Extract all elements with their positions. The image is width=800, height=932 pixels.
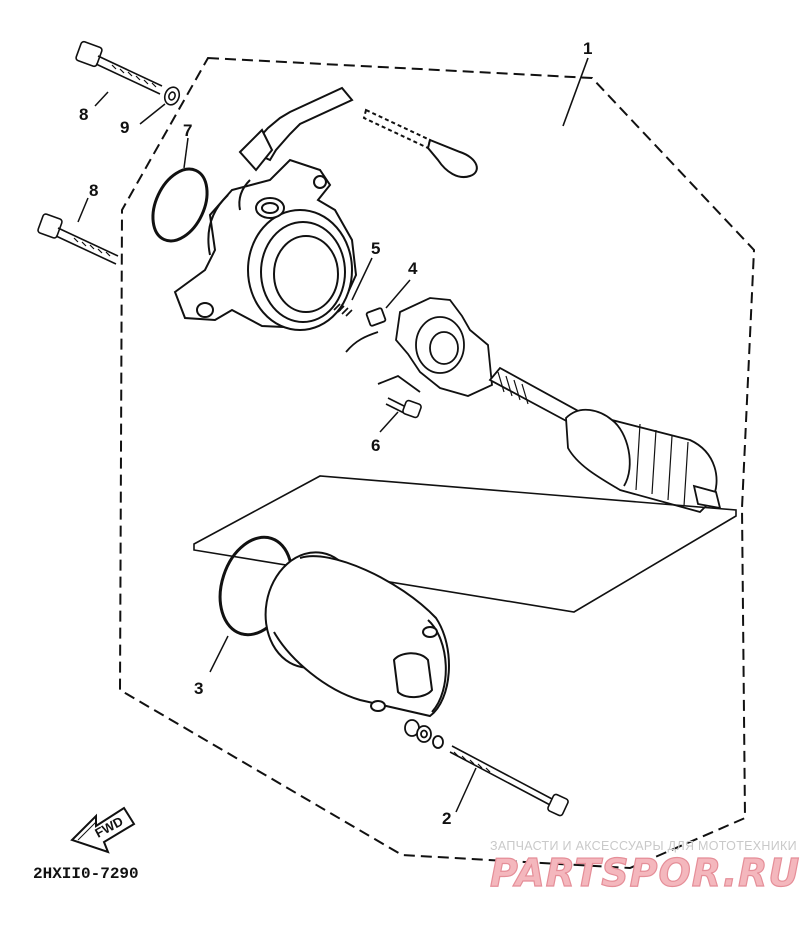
callout-7: 7 bbox=[183, 121, 192, 140]
leader-6 bbox=[379, 411, 399, 433]
armature bbox=[488, 366, 722, 514]
callout-3: 3 bbox=[194, 679, 203, 698]
callout-8-lower: 8 bbox=[89, 181, 98, 200]
callout-6: 6 bbox=[371, 436, 380, 455]
assembly-plane bbox=[193, 475, 737, 613]
leader-1 bbox=[562, 57, 589, 127]
callout-5: 5 bbox=[371, 239, 380, 258]
callout-2: 2 bbox=[442, 809, 451, 828]
leader-5 bbox=[351, 257, 373, 301]
fwd-arrow-icon: FWD bbox=[70, 806, 136, 854]
leader-8a bbox=[94, 91, 109, 107]
motor-yoke bbox=[264, 551, 450, 718]
bolt-upper bbox=[75, 40, 163, 95]
leader-4 bbox=[385, 279, 411, 309]
watermark-logo: PARTSPOR.RU bbox=[490, 851, 800, 895]
leader-7 bbox=[183, 137, 189, 169]
o-ring-7 bbox=[151, 167, 209, 243]
through-bolt-washers bbox=[404, 719, 444, 749]
brush-holder-plate bbox=[345, 297, 493, 397]
screw-6 bbox=[385, 397, 422, 419]
washer-9 bbox=[163, 86, 181, 106]
bolt-lower bbox=[37, 213, 119, 265]
front-cover bbox=[173, 158, 358, 331]
assembly-boundary bbox=[118, 56, 756, 870]
through-bolt-2 bbox=[449, 745, 569, 817]
lead-wire bbox=[238, 86, 478, 178]
callout-4: 4 bbox=[408, 259, 418, 278]
callout-9: 9 bbox=[120, 118, 129, 137]
leader-8b bbox=[77, 197, 89, 223]
callout-1: 1 bbox=[583, 39, 592, 58]
watermark-tagline: ЗАПЧАСТИ И АКСЕССУАРЫ ДЛЯ МОТОТЕХНИКИ bbox=[490, 839, 797, 853]
brush-spring-5 bbox=[333, 303, 353, 317]
leader-3 bbox=[209, 635, 229, 673]
callout-8-upper: 8 bbox=[79, 105, 88, 124]
leader-9 bbox=[139, 103, 166, 125]
part-code: 2HXII0-7290 bbox=[33, 865, 139, 883]
leader-2 bbox=[455, 767, 477, 813]
